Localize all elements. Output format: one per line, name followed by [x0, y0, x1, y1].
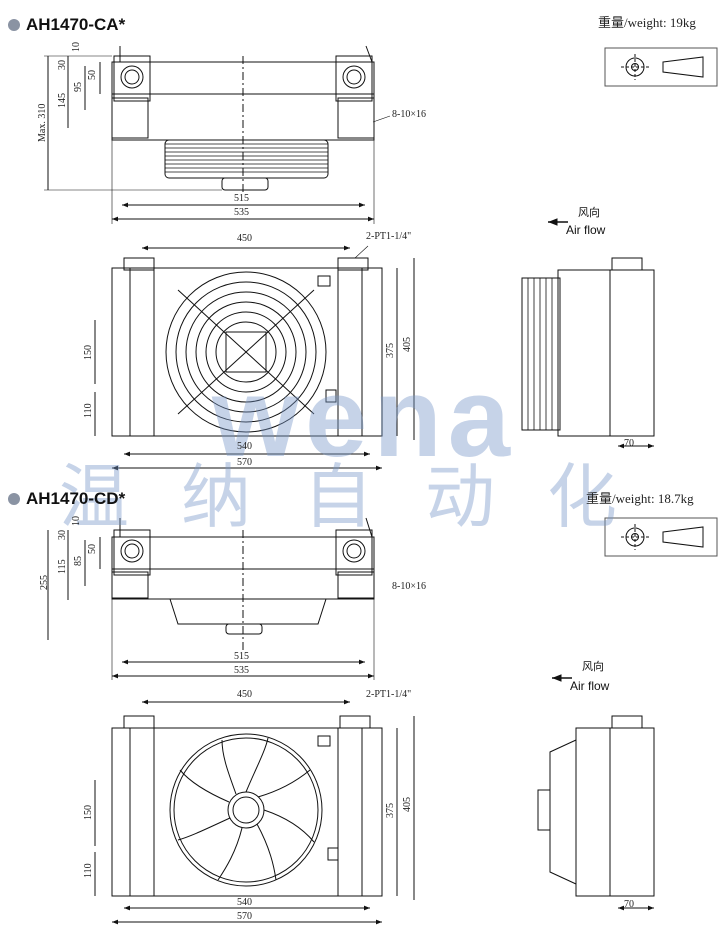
dim-110: 110 [83, 403, 94, 418]
model1-mount-symbol [604, 47, 718, 87]
model1-top-view [44, 45, 718, 224]
model2-airflow-en: Air flow [570, 679, 610, 693]
watermark-chinese: 温纳自动化 [59, 456, 669, 538]
bullet-icon [8, 19, 20, 31]
dim-50: 50 [87, 70, 98, 80]
dim-30: 30 [57, 60, 68, 70]
dim-hole: 8-10×16 [392, 109, 426, 120]
model1-title: AH1470-CA* [8, 16, 125, 33]
dim-535: 535 [234, 207, 249, 218]
dim-405: 405 [402, 337, 413, 352]
dim-405b: 405 [402, 797, 413, 812]
dim-50b: 50 [87, 544, 98, 554]
dim-540: 540 [237, 441, 252, 452]
dim-10b: 10 [71, 516, 82, 526]
model2-title: AH1470-CD* [8, 490, 125, 507]
model2-name: AH1470-CD* [26, 489, 126, 508]
dim-95: 95 [73, 82, 84, 92]
dim-570: 570 [237, 457, 252, 468]
model2-top-view [47, 517, 718, 680]
dim-70b: 70 [624, 899, 634, 910]
dim-450b: 450 [237, 689, 252, 700]
model2-weight: 重量/weight: 18.7kg [586, 491, 694, 506]
dim-150: 150 [83, 345, 94, 360]
dim-375: 375 [385, 343, 396, 358]
model1-front-view [94, 245, 415, 471]
dim-540b: 540 [237, 897, 252, 908]
dim-max310: Max. 310 [37, 103, 48, 142]
dim-255: 255 [39, 575, 50, 590]
bullet-icon [8, 493, 20, 505]
dim-hole-b: 8-10×16 [392, 581, 426, 592]
model1-airflow-cn: 风向 [578, 207, 600, 219]
dim-450: 450 [237, 233, 252, 244]
dim-570b: 570 [237, 911, 252, 922]
model1-side-view [521, 218, 655, 449]
watermark-latin: wena [211, 355, 517, 480]
dim-375b: 375 [385, 803, 396, 818]
dim-515: 515 [234, 193, 249, 204]
dim-150b: 150 [83, 805, 94, 820]
model1-name: AH1470-CA* [26, 15, 126, 34]
dim-535b: 535 [234, 665, 249, 676]
dim-115: 115 [57, 559, 68, 574]
model2-front-view [94, 699, 415, 925]
dim-30b: 30 [57, 530, 68, 540]
dim-145: 145 [57, 93, 68, 108]
dim-10: 10 [71, 42, 82, 52]
model2-airflow-cn: 风向 [582, 661, 604, 673]
dim-port: 2-PT1-1/4" [366, 231, 412, 242]
dim-110b: 110 [83, 863, 94, 878]
dim-70: 70 [624, 438, 634, 449]
dim-port-b: 2-PT1-1/4" [366, 689, 412, 700]
dim-85: 85 [73, 556, 84, 566]
model1-weight: 重量/weight: 19kg [598, 15, 696, 30]
model1-airflow-en: Air flow [566, 223, 606, 237]
dim-515b: 515 [234, 651, 249, 662]
model2-side-view [537, 674, 655, 911]
